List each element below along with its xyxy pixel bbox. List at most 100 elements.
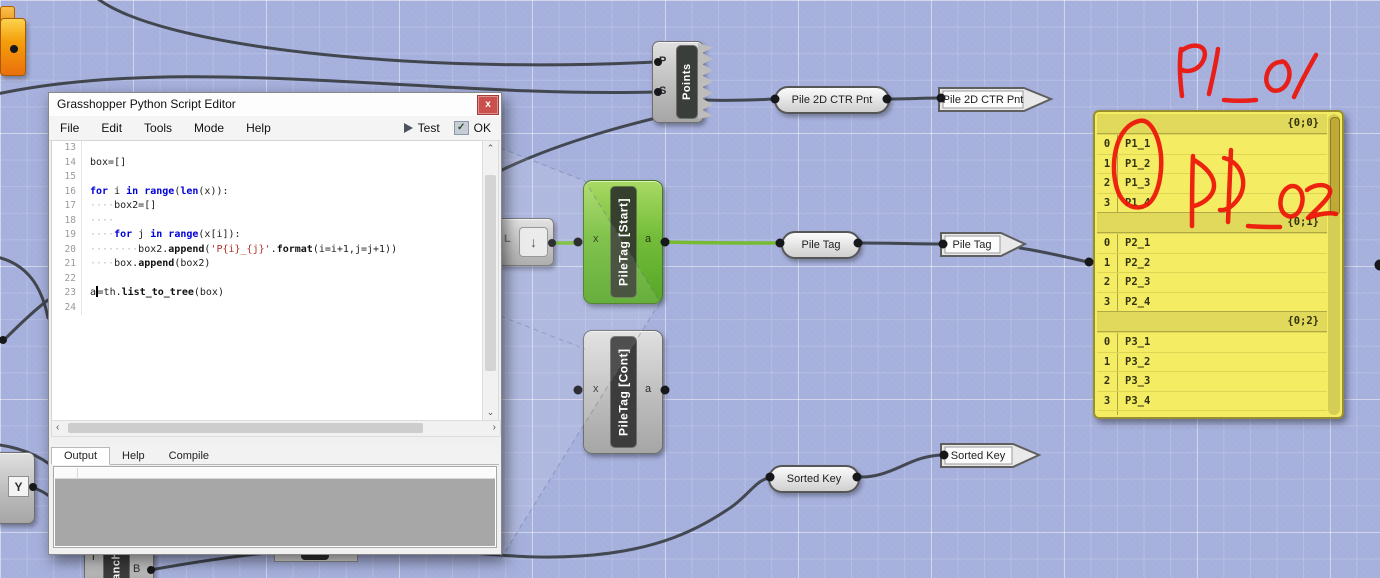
- beam-edge: [499, 315, 586, 350]
- output-a[interactable]: a: [645, 383, 652, 395]
- grip[interactable]: [853, 238, 863, 248]
- close-icon: x: [485, 99, 491, 110]
- list-item-component[interactable]: L ↓: [497, 218, 554, 266]
- scroll-right-icon[interactable]: ›: [492, 422, 496, 433]
- panel-notch: [301, 551, 329, 560]
- menu-mode[interactable]: Mode: [194, 121, 225, 135]
- line-number: 17: [52, 199, 82, 214]
- output-a[interactable]: a: [645, 233, 652, 245]
- grip[interactable]: [1374, 259, 1380, 271]
- line-number: 16: [52, 184, 82, 199]
- menu-help[interactable]: Help: [246, 121, 271, 135]
- grip[interactable]: [775, 238, 785, 248]
- input-p[interactable]: P: [659, 55, 667, 67]
- piletag-start-component[interactable]: PileTag [Start] x a: [583, 180, 663, 304]
- grip[interactable]: [939, 450, 949, 460]
- pile2d-relay[interactable]: Pile 2D CTR Pnt: [774, 86, 890, 114]
- scroll-up-icon[interactable]: ⌃: [486, 143, 495, 153]
- grip[interactable]: [852, 472, 862, 482]
- y-icon: Y: [8, 476, 29, 497]
- piletag-output-tag[interactable]: Pile Tag: [940, 228, 1028, 261]
- menu-file[interactable]: File: [60, 121, 80, 135]
- horizontal-scrollbar-thumb[interactable]: [68, 423, 423, 433]
- list-label: L: [504, 233, 511, 245]
- wire: [2, 298, 50, 342]
- input-t[interactable]: T: [90, 551, 97, 563]
- line-number: 20: [52, 242, 82, 257]
- download-arrow-button[interactable]: ↓: [519, 227, 548, 257]
- wire: [1018, 246, 1090, 264]
- grip[interactable]: [573, 237, 583, 247]
- pile2d-output-tag[interactable]: Pile 2D CTR Pnt: [938, 84, 1054, 115]
- grip[interactable]: [654, 88, 662, 96]
- grip[interactable]: [548, 239, 556, 247]
- grip[interactable]: [938, 239, 948, 249]
- menu-edit[interactable]: Edit: [101, 121, 123, 135]
- tag-label: Sorted Key: [951, 450, 1006, 462]
- vertical-scrollbar[interactable]: ⌃ ⌄: [482, 140, 499, 421]
- wire: [704, 97, 777, 102]
- grip[interactable]: [660, 237, 670, 247]
- grip[interactable]: [654, 58, 662, 66]
- wire: [856, 453, 944, 479]
- close-button[interactable]: x: [477, 95, 499, 115]
- scroll-down-icon[interactable]: ⌄: [486, 407, 495, 417]
- tab-compile[interactable]: Compile: [168, 450, 210, 462]
- ok-button[interactable]: ✓ OK: [453, 121, 491, 135]
- line-number: 14: [52, 155, 82, 170]
- line-number: 19: [52, 228, 82, 243]
- piletag-relay[interactable]: Pile Tag: [781, 231, 861, 259]
- code-line: 20········box2.append('P{i}_{j}'.format(…: [52, 242, 485, 257]
- input-x[interactable]: x: [593, 233, 599, 245]
- grip[interactable]: [770, 94, 780, 104]
- grip[interactable]: [29, 483, 37, 491]
- input-s[interactable]: S: [659, 85, 667, 97]
- points-component[interactable]: Points P S: [650, 40, 714, 123]
- wire: [0, 256, 50, 320]
- grip[interactable]: [660, 385, 670, 395]
- grip[interactable]: [1084, 257, 1094, 267]
- test-label: Test: [417, 121, 440, 135]
- grip[interactable]: [882, 94, 892, 104]
- output-b[interactable]: B: [133, 563, 141, 575]
- tab-output[interactable]: Output: [51, 447, 111, 465]
- check-icon: ✓: [453, 121, 469, 135]
- grip[interactable]: [10, 45, 18, 53]
- wire: [97, 0, 657, 67]
- wire: [0, 75, 657, 96]
- panel-row: 4P3_5: [1097, 410, 1327, 415]
- output-grid-header: [55, 468, 495, 479]
- line-number: 23: [52, 286, 82, 301]
- wire: [857, 241, 943, 246]
- vertical-scrollbar-thumb[interactable]: [485, 175, 496, 371]
- wire-selected: [664, 240, 781, 245]
- grip[interactable]: [765, 472, 775, 482]
- test-button[interactable]: Test: [403, 121, 440, 135]
- grip[interactable]: [936, 93, 946, 103]
- grip[interactable]: [0, 336, 7, 344]
- grip[interactable]: [573, 385, 583, 395]
- grip[interactable]: [147, 566, 155, 574]
- sortedkey-output-tag[interactable]: Sorted Key: [940, 440, 1042, 471]
- horizontal-scrollbar[interactable]: ‹ ›: [51, 420, 501, 437]
- menu-tools[interactable]: Tools: [144, 121, 173, 135]
- tab-help[interactable]: Help: [122, 450, 145, 462]
- tag-label: Pile 2D CTR Pnt: [943, 94, 1024, 106]
- scroll-left-icon[interactable]: ‹: [56, 422, 60, 433]
- code-line: 21····box.append(box2): [52, 257, 485, 272]
- menu-items: File Edit Tools Mode Help: [49, 121, 282, 135]
- input-x[interactable]: x: [593, 383, 599, 395]
- line-number: 13: [52, 141, 82, 156]
- ok-label: OK: [473, 121, 491, 135]
